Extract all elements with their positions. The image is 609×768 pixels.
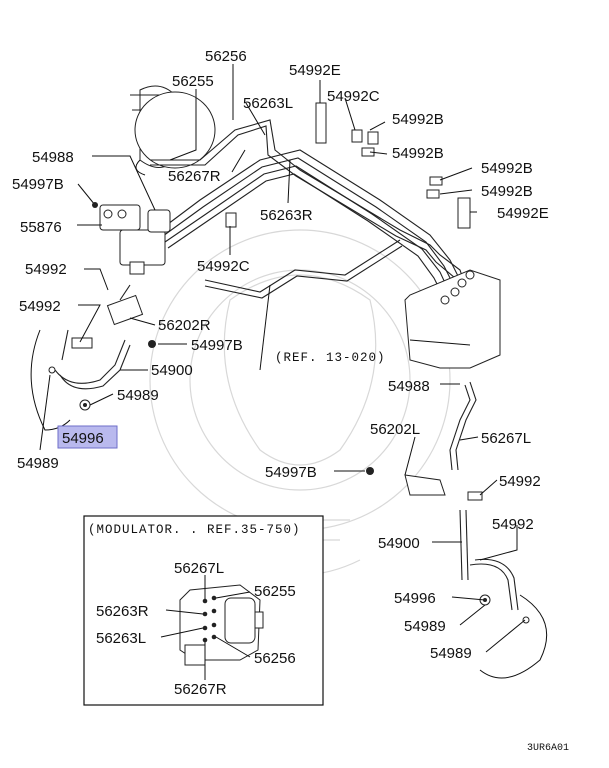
label-54900-right: 54900 <box>378 535 420 552</box>
label-54900-left: 54900 <box>151 362 193 379</box>
label-56202r: 56202R <box>158 317 211 334</box>
label-54989-bottom: 54989 <box>17 455 59 472</box>
label-56263l-top: 56263L <box>243 95 293 112</box>
inset-label-56267l: 56267L <box>174 560 224 577</box>
label-54997b-mid: 54997B <box>191 337 243 354</box>
label-54997b-top: 54997B <box>12 176 64 193</box>
label-54988-right: 54988 <box>388 378 430 395</box>
label-56202l: 56202L <box>370 421 420 438</box>
label-56267l-right: 56267L <box>481 430 531 447</box>
label-56263r-top: 56263R <box>260 207 313 224</box>
label-55876: 55876 <box>20 219 62 236</box>
inset-label-56263l: 56263L <box>96 630 146 647</box>
label-56256-top: 56256 <box>205 48 247 65</box>
fasteners <box>83 202 487 602</box>
label-54997b-right: 54997B <box>265 464 317 481</box>
label-56267r-top: 56267R <box>168 168 221 185</box>
inset-title: (MODULATOR. . REF.35-750) <box>88 523 301 537</box>
junction-block <box>99 204 171 275</box>
label-54992b-4: 54992B <box>481 183 533 200</box>
highlight-box <box>57 425 118 449</box>
clips-cluster <box>225 102 471 229</box>
label-54988-top: 54988 <box>32 149 74 166</box>
inset-label-56256: 56256 <box>254 650 296 667</box>
label-54992c-top: 54992C <box>327 88 380 105</box>
diagram-code: 3UR6A01 <box>527 743 569 754</box>
label-54989-left: 54989 <box>117 387 159 404</box>
modulator-block <box>404 269 501 369</box>
modulator-inset: (MODULATOR. . REF.35-750) <box>83 515 324 706</box>
master-cylinder <box>130 85 216 176</box>
label-54992b-3: 54992B <box>481 160 533 177</box>
label-54992b-1: 54992B <box>392 111 444 128</box>
label-56255-top: 56255 <box>172 73 214 90</box>
ref-note: (REF. 13-020) <box>275 351 386 365</box>
label-54996-right: 54996 <box>394 590 436 607</box>
label-54996-highlighted[interactable]: 54996 <box>62 430 104 447</box>
label-54992-right1: 54992 <box>499 473 541 490</box>
label-54992-right2: 54992 <box>492 516 534 533</box>
label-54992e-right: 54992E <box>497 205 549 222</box>
label-54992-left2: 54992 <box>19 298 61 315</box>
label-54989-right1: 54989 <box>404 618 446 635</box>
brake-pipes <box>119 119 477 471</box>
label-54992-left1: 54992 <box>25 261 67 278</box>
left-wheel-assembly <box>30 294 144 431</box>
inset-label-56267r: 56267R <box>174 681 227 698</box>
label-54992c-mid: 54992C <box>197 258 250 275</box>
right-wheel-assembly <box>404 474 548 679</box>
inset-label-56255: 56255 <box>254 583 296 600</box>
leader-lines <box>39 64 526 653</box>
label-54989-right2: 54989 <box>430 645 472 662</box>
label-54992b-2: 54992B <box>392 145 444 162</box>
label-54992e-top: 54992E <box>289 62 341 79</box>
inset-label-56263r: 56263R <box>96 603 149 620</box>
